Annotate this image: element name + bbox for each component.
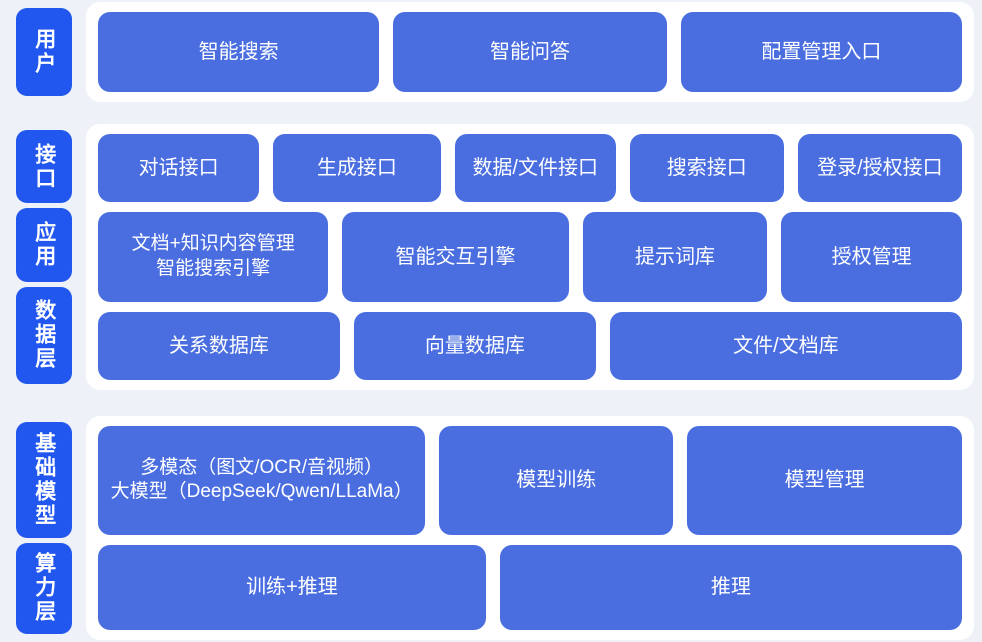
box-relational-database-label: 关系数据库 — [168, 335, 269, 358]
box-inference[interactable]: 推理 — [499, 544, 962, 630]
box-file-document-store[interactable]: 文件/文档库 — [609, 312, 963, 381]
interface-row: 对话接口 生成接口 数据/文件接口 搜索接口 登录/授权接口 — [98, 134, 962, 202]
box-relational-database[interactable]: 关系数据库 — [98, 312, 340, 381]
layer-tab-compute-label: 算力层 — [32, 552, 56, 625]
box-config-management-entry[interactable]: 配置管理入口 — [680, 12, 962, 92]
section-gap-lower — [0, 392, 982, 414]
box-generation-api-label: 生成接口 — [316, 156, 397, 179]
layer-tab-data-label: 数据层 — [32, 299, 56, 372]
section-user-card: 智能搜索 智能问答 配置管理入口 — [86, 2, 974, 102]
layer-tab-foundation-model[interactable]: 基础模型 — [16, 422, 72, 538]
box-smart-interaction-engine[interactable]: 智能交互引擎 — [342, 211, 569, 303]
box-model-management-label: 模型管理 — [784, 469, 865, 492]
section-platform: 接口 应用 数据层 对话接口 生成接口 数据/文件接口 — [0, 122, 982, 392]
data-row: 关系数据库 向量数据库 文件/文档库 — [98, 312, 963, 381]
box-data-file-api[interactable]: 数据/文件接口 — [454, 134, 616, 202]
box-smart-qa[interactable]: 智能问答 — [393, 12, 667, 92]
layer-tab-data[interactable]: 数据层 — [16, 286, 72, 384]
box-smart-search-label: 智能搜索 — [198, 41, 279, 63]
box-authorization-management[interactable]: 授权管理 — [781, 211, 962, 303]
model-row: 多模态（图文/OCR/音视频） 大模型（DeepSeek/Qwen/LLaMa）… — [98, 426, 962, 535]
box-model-training-label: 模型训练 — [516, 469, 597, 492]
box-training-and-inference[interactable]: 训练+推理 — [98, 544, 486, 630]
box-data-file-api-label: 数据/文件接口 — [472, 156, 598, 179]
box-smart-search[interactable]: 智能搜索 — [98, 12, 380, 92]
box-multimodal-large-model[interactable]: 多模态（图文/OCR/音视频） 大模型（DeepSeek/Qwen/LLaMa） — [98, 426, 426, 535]
box-search-api[interactable]: 搜索接口 — [629, 134, 784, 202]
box-authorization-management-label: 授权管理 — [831, 246, 912, 268]
layer-tab-compute[interactable]: 算力层 — [16, 542, 72, 634]
box-document-knowledge-management-line2: 智能搜索引擎 — [156, 258, 271, 279]
layer-tab-interface[interactable]: 接口 — [16, 130, 72, 204]
application-row: 文档+知识内容管理 智能搜索引擎 智能交互引擎 提示词库 授权管理 — [98, 211, 962, 303]
section-foundation: 基础模型 算力层 多模态（图文/OCR/音视频） 大模型（DeepSeek/Qw… — [0, 414, 982, 642]
box-prompt-library[interactable]: 提示词库 — [582, 211, 768, 303]
box-prompt-library-label: 提示词库 — [634, 246, 715, 268]
box-model-management[interactable]: 模型管理 — [687, 426, 962, 535]
box-vector-database-label: 向量数据库 — [424, 335, 525, 358]
section-foundation-tab-rail: 基础模型 算力层 — [0, 414, 72, 642]
box-generation-api[interactable]: 生成接口 — [273, 134, 441, 202]
box-training-and-inference-label: 训练+推理 — [246, 576, 338, 599]
box-dialog-api[interactable]: 对话接口 — [98, 134, 260, 202]
box-inference-label: 推理 — [710, 576, 751, 599]
layer-tab-application[interactable]: 应用 — [16, 208, 72, 282]
box-vector-database[interactable]: 向量数据库 — [353, 312, 596, 381]
section-user: 用户 智能搜索 智能问答 配置管理入口 — [0, 0, 982, 104]
box-smart-qa-label: 智能问答 — [490, 41, 570, 63]
compute-row: 训练+推理 推理 — [98, 544, 962, 630]
box-login-auth-api-label: 登录/授权接口 — [817, 156, 943, 179]
user-row: 智能搜索 智能问答 配置管理入口 — [98, 12, 962, 92]
section-foundation-card: 多模态（图文/OCR/音视频） 大模型（DeepSeek/Qwen/LLaMa）… — [86, 416, 974, 640]
box-multimodal-large-model-line1: 多模态（图文/OCR/音视频） — [140, 456, 383, 478]
box-multimodal-large-model-line2: 大模型（DeepSeek/Qwen/LLaMa） — [110, 481, 413, 503]
box-dialog-api-label: 对话接口 — [138, 156, 219, 179]
box-document-knowledge-management[interactable]: 文档+知识内容管理 智能搜索引擎 — [98, 211, 329, 303]
layer-tab-interface-label: 接口 — [32, 142, 56, 191]
box-file-document-store-label: 文件/文档库 — [733, 335, 839, 358]
section-gap-upper — [0, 104, 982, 122]
section-user-tab-rail: 用户 — [0, 0, 72, 104]
layer-tab-user-label: 用户 — [32, 28, 56, 76]
section-platform-tab-rail: 接口 应用 数据层 — [0, 122, 72, 392]
layer-tab-foundation-model-label: 基础模型 — [32, 431, 56, 528]
box-document-knowledge-management-line1: 文档+知识内容管理 — [131, 233, 295, 255]
layer-tab-user[interactable]: 用户 — [16, 8, 72, 96]
box-smart-interaction-engine-label: 智能交互引擎 — [395, 246, 516, 268]
box-model-training[interactable]: 模型训练 — [439, 426, 674, 535]
box-search-api-label: 搜索接口 — [666, 156, 747, 179]
box-config-management-entry-label: 配置管理入口 — [761, 41, 882, 63]
box-login-auth-api[interactable]: 登录/授权接口 — [797, 134, 962, 202]
layer-tab-application-label: 应用 — [32, 220, 56, 269]
section-platform-card: 对话接口 生成接口 数据/文件接口 搜索接口 登录/授权接口 文 — [86, 124, 974, 390]
